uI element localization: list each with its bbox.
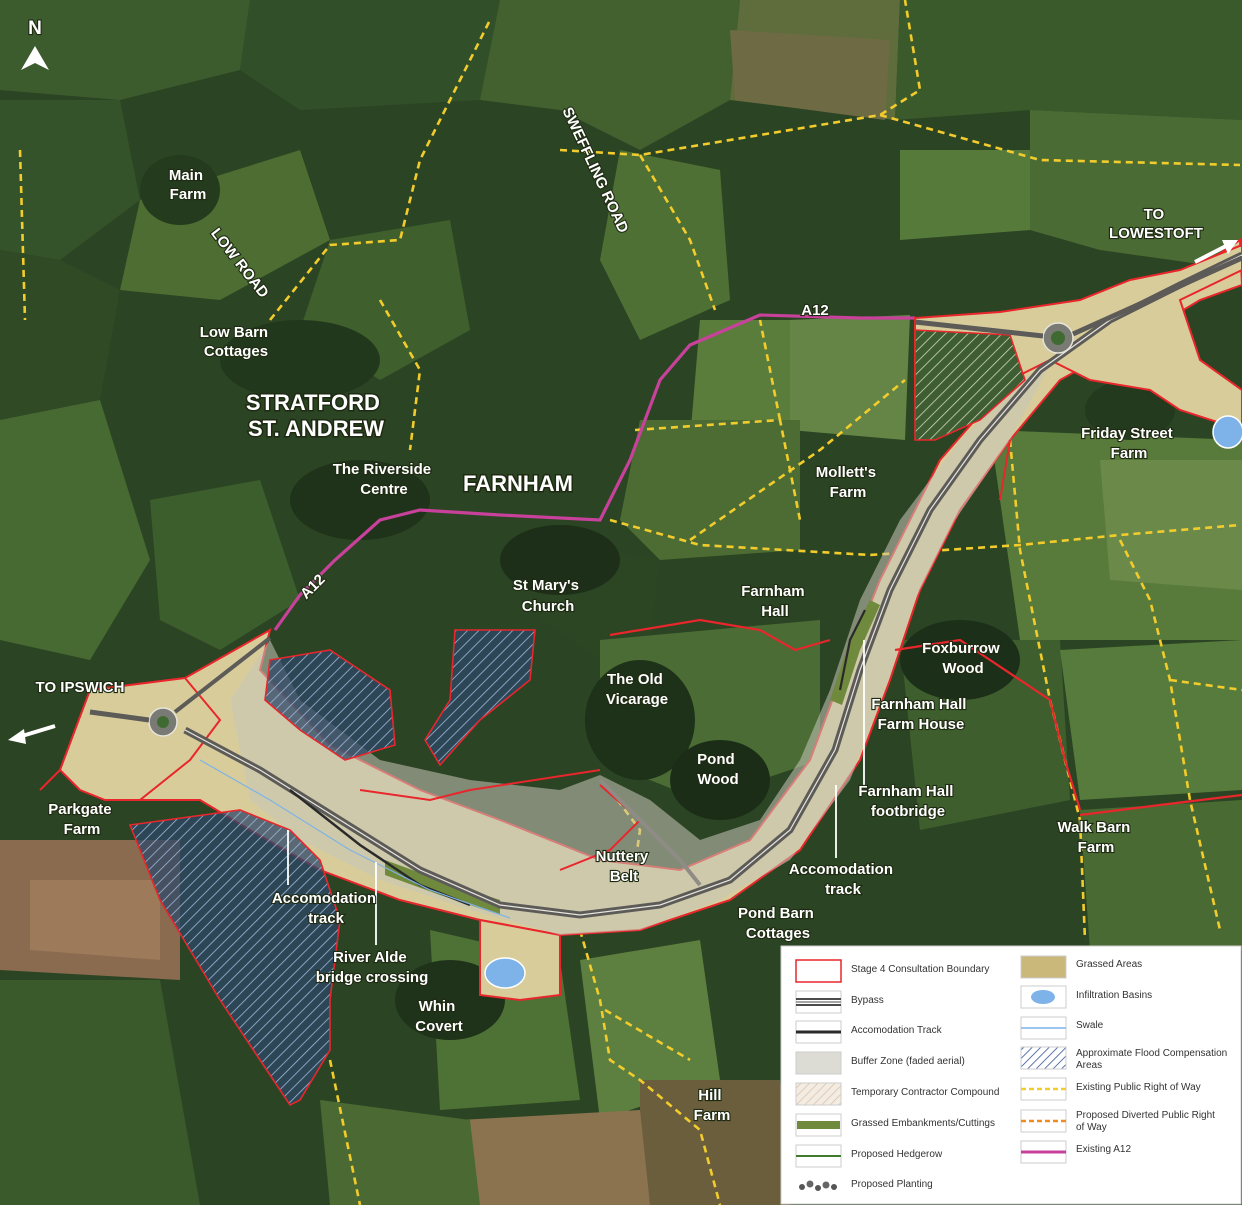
svg-text:Accomodation Track: Accomodation Track — [851, 1025, 943, 1036]
label-riverside-centre: The Riverside Centre — [333, 461, 436, 498]
legend-item-embankments: Grassed Embankments/Cuttings — [795, 1113, 995, 1137]
legend-item-flood-compensation: Approximate Flood Compensation Areas — [1020, 1046, 1230, 1071]
scheme-corridor — [39, 238, 1242, 1107]
label-accomodation-track-right: Accomodation track — [789, 861, 897, 898]
label-hill-farm: Hill Farm — [694, 1087, 731, 1124]
leader-lines — [287, 640, 865, 945]
direction-arrows — [8, 240, 1238, 744]
svg-text:Stage 4 Consultation Boundary: Stage 4 Consultation Boundary — [851, 964, 989, 975]
legend-item-contractor-compound: Temporary Contractor Compound — [795, 1082, 999, 1106]
north-arrow: N — [21, 17, 49, 70]
label-pond-barn-cottages: Pond Barn Cottages — [738, 905, 818, 942]
label-nuttery-belt: Nuttery Belt — [596, 848, 653, 885]
planting-icon — [799, 1180, 837, 1191]
legend-item-infiltration-basins: Infiltration Basins — [1020, 985, 1152, 1009]
label-molletts-farm: Mollett's Farm — [816, 464, 880, 501]
legend-item-swale: Swale — [1020, 1016, 1104, 1040]
label-farnham-hall: Farnham Hall — [741, 583, 809, 620]
svg-text:Existing A12: Existing A12 — [1076, 1144, 1131, 1155]
svg-text:Existing Public Right of Way: Existing Public Right of Way — [1076, 1082, 1201, 1093]
legend-item-diverted-prow: Proposed Diverted Public Right of Way — [1020, 1109, 1218, 1133]
north-arrow-icon — [21, 46, 49, 70]
label-walk-barn-farm: Walk Barn Farm — [1058, 819, 1135, 856]
legend-item-buffer-zone: Buffer Zone (faded aerial) — [795, 1051, 965, 1075]
label-to-ipswich: TO IPSWICH — [36, 679, 125, 696]
label-st-marys-church: St Mary's Church — [513, 577, 583, 615]
legend-item-bypass: Bypass — [795, 990, 884, 1014]
existing-a12 — [273, 313, 915, 631]
label-main-farm: Main Farm — [169, 167, 207, 203]
svg-text:Swale: Swale — [1076, 1020, 1104, 1031]
label-river-alde-bridge: River Alde bridge crossing — [316, 949, 429, 986]
legend-item-existing-prow: Existing Public Right of Way — [1020, 1077, 1201, 1101]
label-a12-top: A12 — [801, 302, 829, 319]
label-stratford-st-andrew: STRATFORD ST. ANDREW — [246, 390, 386, 441]
svg-text:Grassed Areas: Grassed Areas — [1076, 959, 1142, 970]
label-accomodation-track-left: Accomodation track — [272, 890, 380, 927]
label-pond-wood: Pond Wood — [697, 751, 739, 788]
label-old-vicarage: The Old Vicarage — [606, 671, 668, 708]
map-legend: Stage 4 Consultation Boundary Bypass Acc… — [780, 945, 1242, 1205]
label-farnham: FARNHAM — [463, 471, 573, 496]
label-whin-covert: Whin Covert — [415, 998, 463, 1035]
label-to-lowestoft: TO LOWESTOFT — [1109, 206, 1203, 242]
label-friday-street-farm: Friday Street Farm — [1081, 425, 1177, 462]
svg-text:Buffer Zone (faded aerial): Buffer Zone (faded aerial) — [851, 1056, 965, 1067]
svg-text:Grassed Embankments/Cuttings: Grassed Embankments/Cuttings — [851, 1118, 995, 1129]
north-label: N — [28, 18, 42, 39]
svg-text:Temporary Contractor Compound: Temporary Contractor Compound — [851, 1087, 999, 1098]
legend-item-grassed-areas: Grassed Areas — [1020, 955, 1142, 979]
label-foxburrow-wood: Foxburrow Wood — [922, 640, 1004, 677]
label-low-barn-cottages: Low Barn Cottages — [200, 324, 273, 360]
legend-item-hedgerow: Proposed Hedgerow — [795, 1144, 943, 1168]
label-farnham-hall-footbridge: Farnham Hall footbridge — [858, 783, 957, 820]
legend-item-accomodation-track: Accomodation Track — [795, 1020, 943, 1044]
svg-text:Infiltration Basins: Infiltration Basins — [1076, 990, 1152, 1001]
legend-item-planting: Proposed Planting — [799, 1179, 933, 1191]
svg-text:Proposed Hedgerow: Proposed Hedgerow — [851, 1149, 943, 1160]
legend-item-existing-a12: Existing A12 — [1020, 1140, 1131, 1164]
svg-text:Bypass: Bypass — [851, 995, 884, 1006]
legend-item-boundary: Stage 4 Consultation Boundary — [795, 959, 989, 983]
svg-text:Approximate Flood Compensation: Approximate Flood Compensation Areas — [1076, 1048, 1230, 1071]
svg-text:Proposed Diverted Public Right: Proposed Diverted Public Right of Way — [1076, 1110, 1218, 1133]
svg-text:Proposed Planting: Proposed Planting — [851, 1179, 933, 1190]
label-farnham-hall-farm-house: Farnham Hall Farm House — [871, 696, 970, 733]
label-parkgate-farm: Parkgate Farm — [48, 801, 116, 838]
